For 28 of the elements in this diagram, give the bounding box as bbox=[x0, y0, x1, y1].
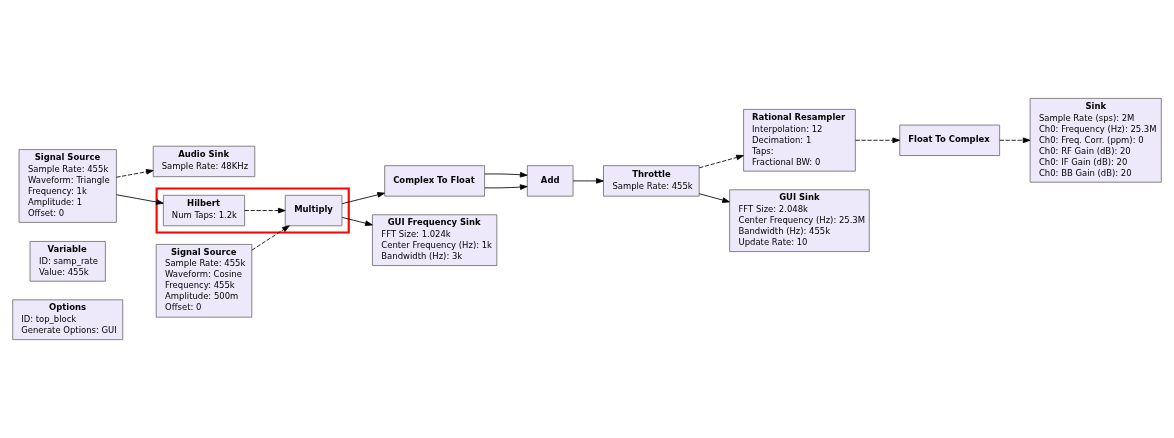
arrow bbox=[115, 194, 164, 205]
arrow bbox=[572, 178, 604, 184]
node-box: Rational Resampler Interpolation: 12 Decimation: 1 Taps: Fractional BW: 0 bbox=[743, 108, 856, 172]
arrow bbox=[115, 169, 154, 178]
node-box: Audio Sink Sample Rate: 48KHz bbox=[152, 145, 256, 178]
node-box: GUI Sink FFT Size: 2.048k Center Frequency (Hz): 25.3M Bandwidth (Hz): 455k Update Rate: 10 bbox=[729, 189, 870, 252]
node-box: GUI Frequency Sink FFT Size: 1.024k Center Frequency (Hz): 1k Bandwidth (Hz): 3k bbox=[372, 214, 498, 266]
arrow bbox=[855, 137, 901, 144]
arrow bbox=[484, 184, 528, 190]
node-box: Float To Complex bbox=[899, 124, 1001, 156]
node-box: Signal Source Sample Rate: 455k Waveform: Triangle Frequency: 1k Amplitude: 1 Offset: 0 bbox=[18, 149, 117, 223]
arrow bbox=[698, 154, 744, 169]
arrow bbox=[484, 171, 528, 178]
node-box: Throttle Sample Rate: 455k bbox=[603, 165, 700, 197]
node-box: Variable ID: samp_rate Value: 455k bbox=[29, 241, 106, 282]
arrow bbox=[341, 192, 385, 205]
node-box: Sink Sample Rate (sps): 2M Ch0: Frequency (Hz): 25.3M Ch0: Freq. Corr. (ppm): 0 Ch0: RF Gain (dB): 20 Ch0: IF Gain (dB): 20 Ch0: BB Gain (dB): 20 bbox=[1029, 97, 1162, 183]
node-box: Complex To Float bbox=[384, 165, 485, 197]
arrow bbox=[341, 217, 373, 226]
arrow bbox=[999, 137, 1031, 144]
node-box: Hilbert Num Taps: 1.2k bbox=[162, 194, 246, 227]
arrow bbox=[251, 225, 290, 251]
node-box: Add bbox=[526, 165, 574, 197]
arrow bbox=[698, 193, 730, 203]
node-box: Signal Source Sample Rate: 455k Waveform: Cosine Frequency: 455k Amplitude: 500m Offset: 0 bbox=[155, 243, 253, 318]
node-box: Multiply bbox=[284, 194, 343, 227]
node-box: Options ID: top_block Generate Options: GUI bbox=[12, 299, 124, 341]
arrow bbox=[244, 207, 286, 214]
